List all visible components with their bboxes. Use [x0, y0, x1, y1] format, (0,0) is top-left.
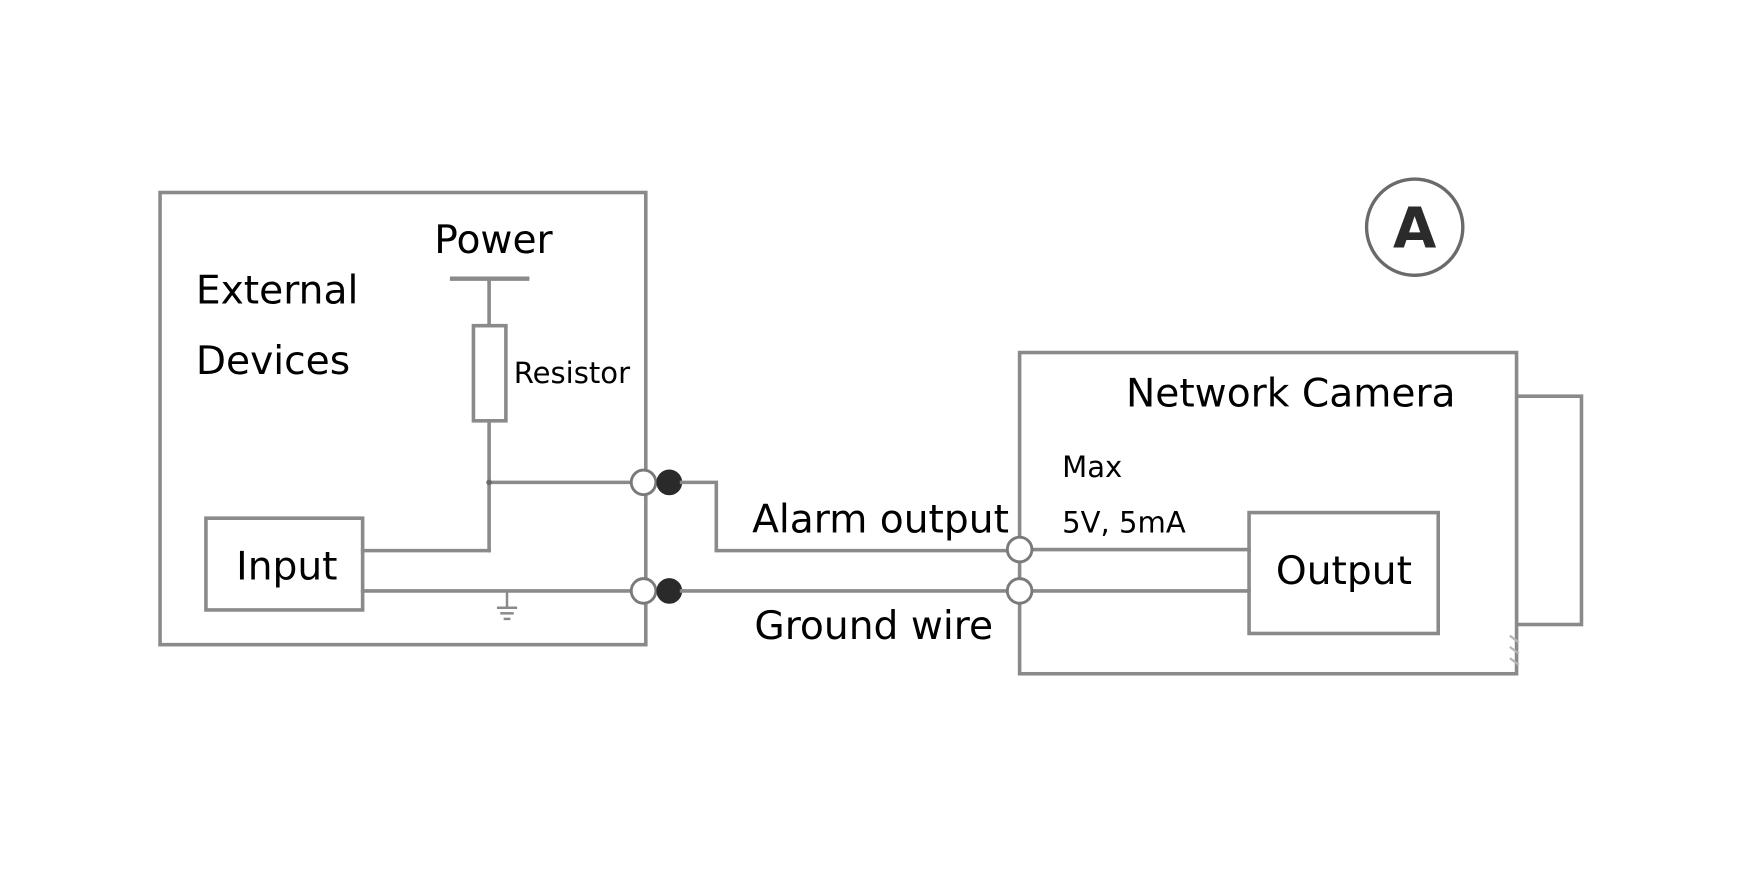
ground-terminal-open [629, 577, 658, 605]
alarm-terminal-open [629, 468, 658, 497]
residual-marks [1509, 634, 1520, 666]
power-label: Power [434, 218, 553, 263]
input-box [204, 516, 365, 612]
input-label: Input [236, 545, 337, 590]
external-terminals [629, 468, 683, 605]
network-camera-block: Network Camera Max 5V, 5mA Output [1005, 350, 1584, 676]
camera-alarm-terminal [1005, 535, 1034, 564]
badge-letter: A [1393, 196, 1437, 261]
rating-line1: Max [1062, 450, 1122, 484]
interconnect-wires: Alarm output Ground wire [679, 480, 1010, 649]
ground-terminal-filled [656, 578, 683, 604]
junction-dot [486, 479, 492, 486]
output-label: Output [1276, 549, 1412, 594]
badge-circle-icon [1364, 177, 1465, 278]
alarm-output-label: Alarm output [752, 498, 1009, 543]
network-camera-title: Network Camera [1126, 371, 1456, 416]
alarm-output-wire [679, 480, 1010, 553]
resistor-symbol [471, 323, 508, 423]
ground-icon [496, 590, 518, 621]
figure-badge: A [1364, 177, 1465, 278]
alarm-terminal-filled [656, 469, 683, 496]
external-devices-title-line1: External [196, 268, 358, 313]
rating-line2: 5V, 5mA [1062, 506, 1186, 540]
output-box [1247, 510, 1441, 636]
camera-ground-terminal [1005, 577, 1034, 605]
camera-lens-housing [1514, 394, 1584, 627]
ground-wire-label: Ground wire [754, 604, 993, 649]
external-devices-block: External Devices Power Resistor Input [158, 190, 648, 647]
resistor-label: Resistor [514, 356, 630, 390]
external-devices-title-line2: Devices [196, 339, 350, 384]
